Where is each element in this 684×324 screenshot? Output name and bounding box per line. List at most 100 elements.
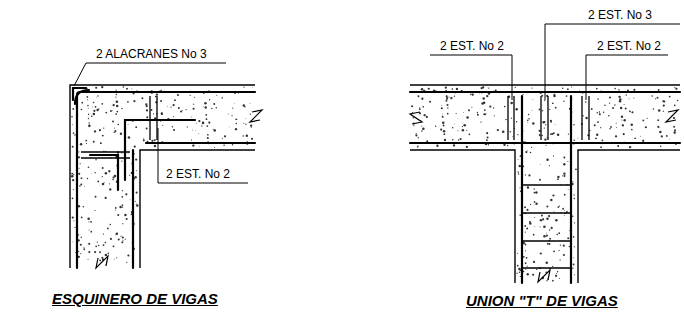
concrete-dot — [567, 161, 568, 162]
concrete-dot — [540, 252, 542, 254]
concrete-dot — [483, 87, 484, 88]
concrete-dot — [249, 102, 251, 104]
concrete-dot — [233, 102, 235, 104]
concrete-dot — [534, 217, 535, 218]
concrete-dot — [88, 251, 90, 253]
concrete-dot — [193, 108, 195, 110]
concrete-dot — [101, 257, 103, 259]
concrete-dot — [122, 223, 123, 224]
concrete-dot — [443, 130, 445, 132]
concrete-dot — [487, 136, 489, 138]
concrete-dot — [113, 131, 114, 132]
concrete-dot — [146, 116, 148, 118]
concrete-dot — [124, 214, 127, 217]
concrete-dot — [447, 113, 449, 115]
concrete-dot — [441, 107, 443, 109]
concrete-dot — [518, 173, 519, 174]
concrete-dot — [113, 245, 115, 247]
concrete-dot — [161, 113, 163, 115]
concrete-dot — [657, 97, 659, 99]
concrete-dot — [544, 121, 546, 123]
concrete-dot — [456, 88, 458, 90]
concrete-dot — [101, 103, 103, 105]
concrete-dot — [517, 253, 518, 254]
concrete-dot — [545, 262, 548, 265]
concrete-dot — [640, 135, 642, 137]
concrete-dot — [151, 140, 153, 142]
concrete-dot — [549, 229, 550, 230]
concrete-dot — [115, 113, 117, 115]
concrete-dot — [436, 145, 438, 147]
concrete-dot — [216, 107, 217, 108]
concrete-dot — [413, 125, 414, 126]
concrete-dot — [558, 232, 560, 234]
concrete-dot — [609, 128, 610, 129]
concrete-dot — [544, 100, 545, 101]
concrete-dot — [116, 105, 118, 107]
concrete-dot — [617, 145, 619, 147]
concrete-dot — [136, 203, 138, 205]
concrete-dot — [417, 145, 419, 147]
concrete-dot — [657, 126, 659, 128]
concrete-dot — [162, 125, 163, 126]
concrete-dot — [107, 228, 109, 230]
concrete-dot — [556, 234, 558, 236]
concrete-dot — [577, 137, 579, 139]
concrete-dot — [658, 109, 660, 111]
concrete-dot — [251, 127, 252, 128]
concrete-dot — [666, 135, 668, 137]
concrete-dot — [72, 197, 74, 199]
concrete-dot — [91, 106, 93, 108]
concrete-dot — [123, 86, 125, 88]
concrete-dot — [574, 198, 575, 199]
concrete-dot — [470, 94, 471, 95]
concrete-dot — [86, 143, 87, 144]
concrete-dot — [95, 106, 97, 108]
concrete-dot — [108, 170, 110, 172]
concrete-dot — [117, 214, 119, 216]
concrete-dot — [419, 108, 421, 110]
concrete-dot — [173, 129, 175, 131]
concrete-dot — [207, 134, 209, 136]
concrete-dot — [88, 221, 89, 222]
concrete-dot — [555, 275, 557, 277]
concrete-dot — [119, 206, 122, 209]
concrete-dot — [91, 173, 93, 175]
concrete-dot — [73, 132, 75, 134]
concrete-dot — [250, 114, 251, 115]
concrete-dot — [526, 227, 528, 229]
concrete-dot — [97, 241, 98, 242]
concrete-dot — [411, 105, 413, 107]
concrete-dot — [81, 236, 82, 237]
concrete-dot — [246, 134, 248, 136]
concrete-dot — [102, 176, 103, 177]
concrete-dot — [85, 140, 87, 142]
concrete-dot — [610, 126, 612, 128]
concrete-dot — [550, 120, 552, 122]
concrete-dot — [87, 96, 89, 98]
concrete-dot — [88, 259, 89, 260]
concrete-dot — [88, 122, 89, 123]
concrete-dot — [591, 108, 593, 110]
concrete-dot — [72, 179, 74, 181]
concrete-dot — [146, 128, 148, 130]
concrete-dot — [213, 129, 214, 130]
concrete-dot — [98, 245, 100, 247]
concrete-dot — [95, 159, 97, 161]
concrete-dot — [235, 128, 237, 130]
concrete-dot — [223, 144, 225, 146]
concrete-dot — [515, 108, 518, 111]
concrete-dot — [447, 107, 448, 108]
concrete-dot — [198, 120, 200, 122]
concrete-dot — [516, 273, 517, 274]
concrete-dot — [599, 113, 601, 115]
concrete-dot — [552, 266, 553, 267]
concrete-dot — [110, 238, 112, 240]
concrete-dot — [445, 87, 447, 89]
concrete-dot — [72, 124, 74, 126]
concrete-dot — [71, 173, 73, 175]
concrete-dot — [523, 256, 525, 258]
concrete-dot — [80, 244, 82, 246]
concrete-dot — [540, 219, 542, 221]
concrete-dot — [97, 180, 99, 182]
